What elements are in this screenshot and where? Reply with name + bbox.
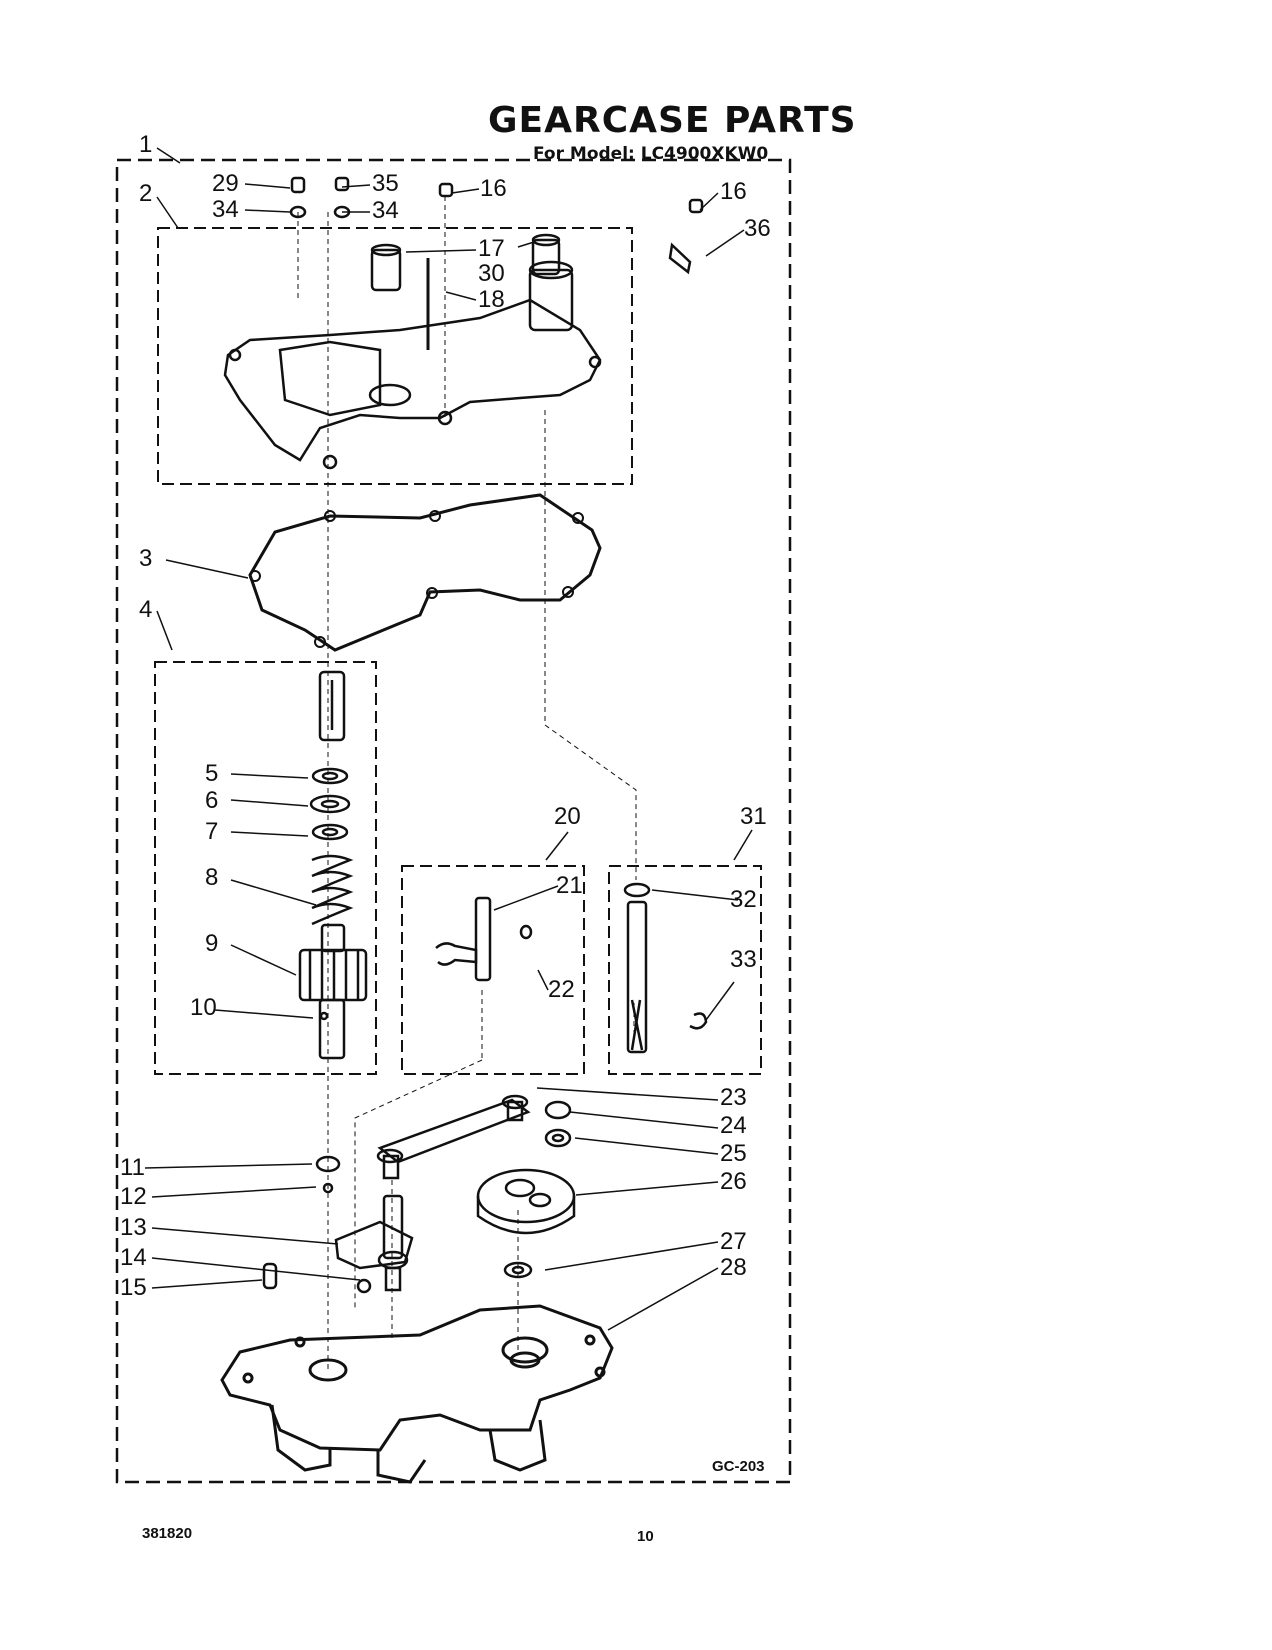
shift-fork [435, 896, 533, 982]
callout-label: 11 [120, 1154, 145, 1181]
callout-label: 32 [730, 886, 757, 913]
callout-label: 33 [730, 946, 757, 973]
shaft-assembly-boundary [608, 865, 762, 1075]
callout-label: 26 [720, 1168, 747, 1195]
callout-label: 25 [720, 1140, 747, 1167]
callout-label: 20 [554, 803, 581, 830]
callout-label: 28 [720, 1254, 747, 1281]
callout-label: 18 [478, 286, 505, 313]
diagram-code: GC-203 [712, 1458, 765, 1475]
callout-label: 14 [120, 1244, 147, 1271]
callout-label: 23 [720, 1084, 747, 1111]
leader-lines [144, 147, 753, 1331]
callout-label: 12 [120, 1183, 147, 1210]
callout-label: 6 [205, 787, 219, 814]
callout-label: 1 [139, 131, 153, 158]
assembly-boundary [115, 158, 792, 1484]
callout-label: 24 [720, 1112, 747, 1139]
callout-label: 34 [372, 197, 399, 224]
callout-label: 9 [205, 930, 219, 957]
callout-label: 4 [139, 596, 153, 623]
callout-label: 17 [478, 235, 505, 262]
screw-parts [289, 176, 704, 219]
pinion-shaft-stack [298, 670, 368, 1060]
callout-label: 16 [480, 175, 507, 202]
callout-label: 2 [139, 180, 153, 207]
clip-part [668, 242, 692, 275]
shift-fork-assembly-boundary [401, 865, 585, 1075]
callout-label: 36 [744, 215, 771, 242]
callout-label: 27 [720, 1228, 747, 1255]
gasket-holes [249, 510, 584, 648]
gearcase-cover [223, 260, 602, 470]
footer-page-number: 10 [637, 1528, 654, 1545]
cover-assembly-boundary [157, 227, 633, 485]
callout-label: 13 [120, 1214, 147, 1241]
callout-label: 31 [740, 803, 767, 830]
callout-label: 15 [120, 1274, 147, 1301]
callout-label: 5 [205, 760, 219, 787]
callout-label: 3 [139, 545, 153, 572]
footer-part-number: 381820 [142, 1525, 193, 1542]
callout-label: 7 [205, 818, 219, 845]
bushing-part [370, 233, 561, 292]
pinion-assembly-boundary [154, 661, 377, 1075]
drive-shaft [623, 882, 708, 1054]
callout-label: 29 [212, 170, 239, 197]
callout-label: 35 [372, 170, 399, 197]
main-gear [476, 1168, 576, 1279]
page-title: GEARCASE PARTS [488, 100, 857, 141]
callout-label: 22 [548, 976, 575, 1003]
callout-label: 8 [205, 864, 219, 891]
gearcase-base [220, 1304, 614, 1484]
callout-label: 10 [190, 994, 217, 1021]
connecting-link [376, 1094, 572, 1180]
callout-label: 30 [478, 260, 505, 287]
callout-label: 34 [212, 196, 239, 223]
callout-label: 16 [720, 178, 747, 205]
callout-label: 21 [556, 872, 583, 899]
gasket [248, 493, 602, 652]
small-parts-lower [262, 1155, 414, 1294]
